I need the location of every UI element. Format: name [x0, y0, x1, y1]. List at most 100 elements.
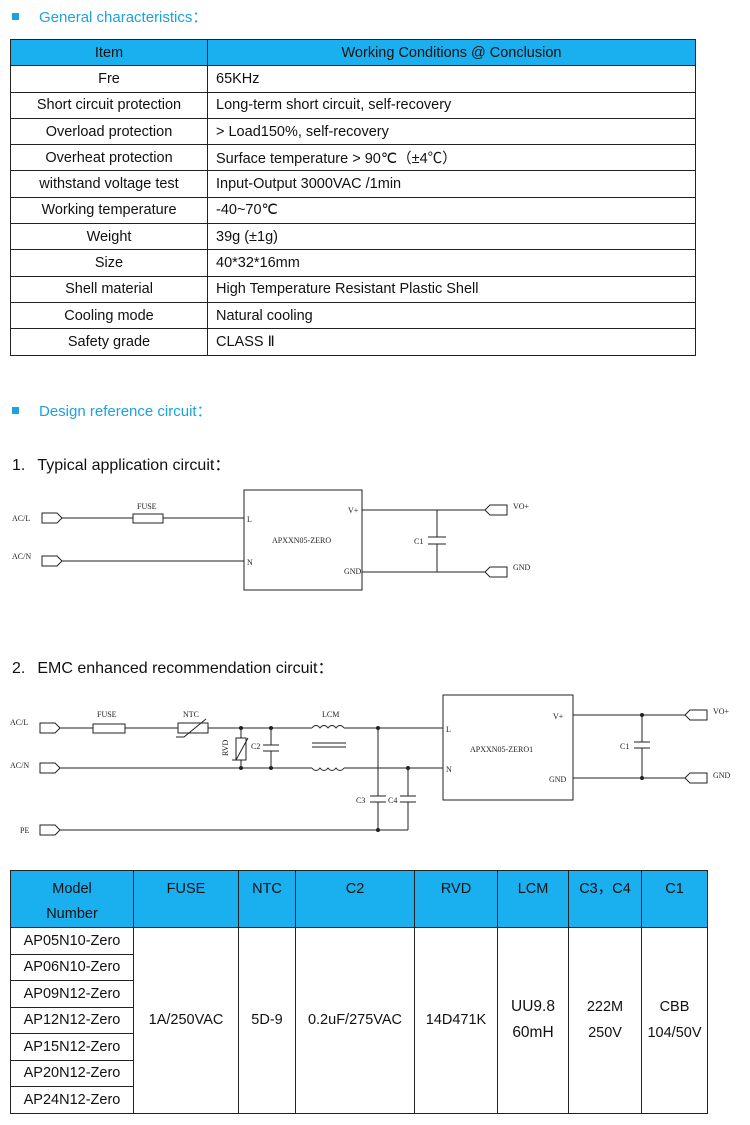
spec-value: 39g (±1g) [207, 223, 696, 251]
spec-value: CLASS Ⅱ [207, 328, 696, 356]
spec-item: Cooling mode [10, 301, 208, 330]
design-reference-title: Design reference circuit： [39, 403, 212, 420]
header-fuse: FUSE [133, 870, 239, 928]
spec-item: Working temperature [10, 196, 208, 225]
table-row: AP20N12-Zero [10, 1059, 708, 1087]
header-c1: C1 [641, 870, 708, 928]
emc-circuit-heading: 2. EMC enhanced recommendation circuit： [12, 654, 333, 678]
c2-vo-label: VO+ [713, 707, 730, 716]
spec-value: 65KHz [207, 65, 696, 93]
typical-title: Typical application circuit： [37, 457, 231, 474]
spec-value: -40~70℃ [207, 196, 696, 225]
header-c2: C2 [295, 870, 415, 928]
c2-fuse-label: FUSE [97, 710, 117, 719]
spec-value: Surface temperature > 90℃（±4℃） [207, 144, 696, 172]
model-table-header: Model Number FUSE NTC C2 RVD LCM C3，C4 C… [10, 870, 708, 928]
square-bullet-icon [12, 407, 19, 414]
model-cell: AP05N10-Zero [10, 927, 134, 955]
c1-pin-l: L [247, 515, 252, 524]
c1-pin-gnd: GND [344, 567, 362, 576]
spec-value: 40*32*16mm [207, 249, 696, 277]
c2-lcm-label: LCM [322, 710, 339, 719]
spec-value: Natural cooling [207, 301, 696, 330]
c3c4-cell: 222M 250V [568, 927, 642, 1114]
spec-item: Weight [10, 223, 208, 251]
header-rvd: RVD [414, 870, 498, 928]
spec-value: High Temperature Resistant Plastic Shell [207, 275, 696, 303]
c1-module-label: APXXN05-ZERO [272, 536, 331, 545]
emc-number: 2. [12, 660, 26, 677]
module-box [243, 489, 363, 591]
general-characteristics-heading: General characteristics： [12, 6, 207, 27]
spec-item: Overload protection [10, 117, 208, 146]
c1-gnd-label: GND [513, 563, 531, 572]
lcm-icon [311, 725, 345, 729]
c1-fuse-label: FUSE [137, 502, 157, 511]
typical-circuit-heading: 1. Typical application circuit： [12, 451, 230, 475]
c1-acn-label: AC/N [12, 552, 31, 561]
fuse-icon [92, 723, 126, 734]
typical-number: 1. [12, 457, 26, 474]
acn-terminal-icon [39, 762, 61, 774]
spec-header-conditions: Working Conditions @ Conclusion [207, 38, 696, 67]
c2-pin-v: V+ [553, 712, 564, 721]
model-cell: AP06N10-Zero [10, 953, 134, 981]
table-row: AP24N12-Zero [10, 1086, 708, 1114]
table-row: AP12N12-Zero [10, 1006, 708, 1034]
c2-c2-label: C2 [251, 742, 260, 751]
acn-terminal-icon [41, 555, 63, 567]
c1-cell: CBB 104/50V [641, 927, 708, 1114]
rvd-cell: 14D471K [414, 927, 498, 1114]
spec-item: withstand voltage test [10, 170, 208, 198]
spec-value: > Load150%, self-recovery [207, 117, 696, 146]
ntc-cell: 5D-9 [238, 927, 296, 1114]
gnd-terminal-icon [484, 566, 508, 578]
c2-acl-label: AC/L [10, 718, 28, 727]
c2-pin-gnd: GND [549, 775, 567, 784]
spec-value: Input-Output 3000VAC /1min [207, 170, 696, 198]
table-row: AP15N12-Zero [10, 1033, 708, 1061]
module-box [442, 694, 574, 801]
model-cell: AP24N12-Zero [10, 1086, 134, 1114]
c2-cell: 0.2uF/275VAC [295, 927, 415, 1114]
general-characteristics-title: General characteristics： [39, 9, 208, 26]
acl-terminal-icon [41, 512, 63, 524]
emc-enhanced-circuit: AC/L AC/N PE FUSE NTC RVD C2 LCM C3 C4 A… [10, 694, 731, 836]
table-row: AP06N10-Zero [10, 953, 708, 981]
c1-acl-label: AC/L [12, 514, 30, 523]
c1-pin-v: V+ [348, 506, 359, 515]
lcm-cell: UU9.8 60mH [497, 927, 569, 1114]
vo-terminal-icon [484, 504, 508, 516]
spec-table-header: Item Working Conditions @ Conclusion [10, 38, 696, 67]
design-reference-heading: Design reference circuit： [12, 400, 212, 421]
spec-value: Long-term short circuit, self-recovery [207, 91, 696, 119]
model-cell: AP09N12-Zero [10, 980, 134, 1008]
fuse-cell: 1A/250VAC [133, 927, 239, 1114]
table-row: Working temperature-40~70℃ [10, 196, 696, 225]
table-row: AP09N12-Zero [10, 980, 708, 1008]
gnd-terminal-icon [684, 772, 708, 784]
spec-item: Short circuit protection [10, 91, 208, 119]
c2-ntc-label: NTC [183, 710, 199, 719]
fuse-icon [132, 513, 164, 524]
c2-rvd-label: RVD [221, 740, 230, 756]
spec-item: Shell material [10, 275, 208, 303]
spec-item: Overheat protection [10, 144, 208, 172]
table-row: AP05N10-Zero 1A/250VAC 5D-9 0.2uF/275VAC… [10, 927, 708, 1114]
spec-item: Size [10, 249, 208, 277]
model-cell: AP15N12-Zero [10, 1033, 134, 1061]
model-cell: AP12N12-Zero [10, 1006, 134, 1034]
c2-cap-c1-label: C1 [620, 742, 629, 751]
c2-gnd-label: GND [713, 771, 731, 780]
c2-pin-l: L [446, 725, 451, 734]
header-model-number: Model Number [10, 870, 134, 928]
typical-application-circuit: AC/L AC/N FUSE APXXN05-ZERO L N V+ GND C… [12, 489, 531, 591]
spec-table: Item Working Conditions @ Conclusion Fre… [10, 38, 696, 356]
emc-title: EMC enhanced recommendation circuit： [37, 660, 334, 677]
